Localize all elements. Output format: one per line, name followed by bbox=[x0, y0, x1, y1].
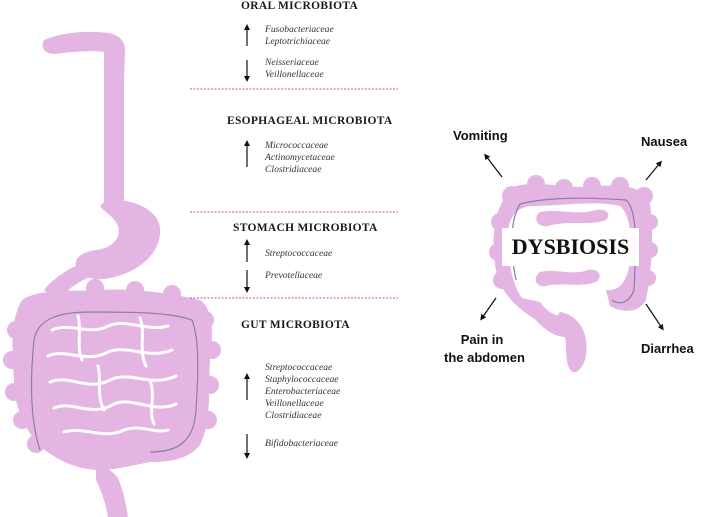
oral-decreased-taxon: Veillonellaceae bbox=[265, 69, 324, 80]
oral-title: ORAL MICROBIOTA bbox=[241, 0, 359, 12]
symptom-pain-line1: Pain in bbox=[460, 332, 504, 347]
symptom-diarrhea: Diarrhea bbox=[641, 341, 694, 356]
esophageal-title: ESOPHAGEAL MICROBIOTA bbox=[227, 115, 393, 127]
dysbiosis-label: DYSBIOSIS bbox=[502, 228, 639, 266]
symptom-pain-line2: the abdomen bbox=[444, 350, 525, 365]
gut-decreased-taxon: Bifidobacteriaceae bbox=[265, 438, 338, 449]
esophageal-increased-taxon: Micrococcaceae bbox=[265, 140, 329, 151]
esophageal-increased-taxon: Actinomycetaceae bbox=[265, 152, 335, 163]
arrow-diarrhea-icon bbox=[645, 303, 664, 331]
gut-title: GUT MICROBIOTA bbox=[241, 319, 350, 331]
gut-increased-taxon: Clostridiaceae bbox=[265, 410, 322, 421]
oral-increased-taxon: Leptotrichiaceae bbox=[265, 36, 331, 47]
stomach-increased-taxon: Streptococcaceae bbox=[265, 248, 333, 259]
gut-increased-taxon: Streptococcaceae bbox=[265, 362, 333, 373]
symptom-vomiting: Vomiting bbox=[453, 128, 508, 143]
symptom-nausea: Nausea bbox=[641, 134, 688, 149]
gut-increased-taxon: Enterobacteriaceae bbox=[265, 386, 341, 397]
oral-decreased-taxon: Neisseriaceae bbox=[265, 57, 319, 68]
stomach-title: STOMACH MICROBIOTA bbox=[233, 222, 378, 234]
arrow-vomiting-icon bbox=[484, 153, 503, 178]
oral-increased-taxon: Fusobacteriaceae bbox=[265, 24, 334, 35]
gut-increased-taxon: Staphylococcaceae bbox=[265, 374, 339, 385]
esophageal-increased-taxon: Clostridiaceae bbox=[265, 164, 322, 175]
stomach-decreased-taxon: Prevotellaceae bbox=[265, 270, 323, 281]
arrow-pain-icon bbox=[480, 297, 497, 321]
arrow-nausea-icon bbox=[645, 160, 662, 181]
gut-increased-taxon: Veillonellaceae bbox=[265, 398, 324, 409]
